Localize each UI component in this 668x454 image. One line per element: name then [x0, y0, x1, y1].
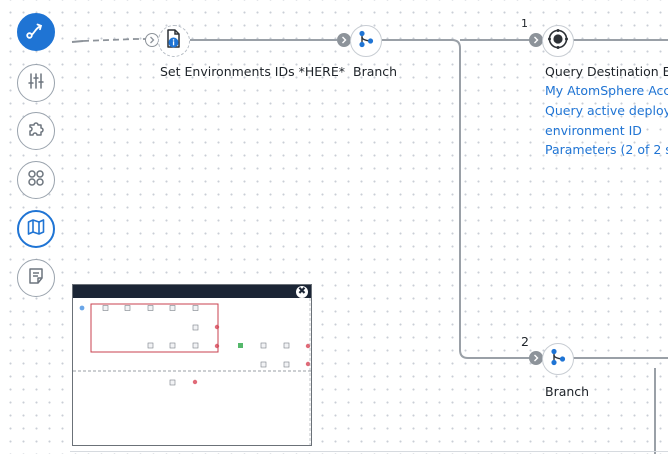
- settings-sliders-button[interactable]: [17, 64, 55, 102]
- canvas-bottom-border: [70, 451, 668, 452]
- branch2-input-port[interactable]: [529, 351, 543, 365]
- query-input-port[interactable]: [529, 33, 543, 47]
- set-environments-label: Set Environments IDs *HERE*: [160, 64, 345, 79]
- branch1-label: Branch: [353, 64, 398, 79]
- connector-icon: [547, 28, 569, 54]
- minimap-panel[interactable]: ✖: [72, 284, 312, 446]
- query-account-link[interactable]: My AtomSphere Acc: [545, 83, 668, 98]
- notes-button[interactable]: [17, 259, 55, 297]
- minimap-close-button[interactable]: ✖: [296, 286, 308, 298]
- branch-icon: [356, 29, 376, 53]
- query-destination-node[interactable]: [542, 25, 574, 57]
- sliders-icon: [26, 71, 46, 95]
- extensions-button[interactable]: [17, 112, 55, 150]
- minimap-overview: [73, 298, 311, 445]
- query-destination-label: Query Destination E: [545, 64, 668, 79]
- set-environments-node[interactable]: [158, 25, 190, 57]
- puzzle-icon: [26, 119, 46, 143]
- branch1-node[interactable]: [350, 25, 382, 57]
- sequence-number-2: 2: [521, 334, 529, 349]
- sequence-number-1: 1: [521, 17, 528, 30]
- branch2-label: Branch: [545, 384, 590, 399]
- query-environment-link[interactable]: environment ID: [545, 123, 642, 138]
- branch1-input-port[interactable]: [337, 33, 351, 47]
- query-parameters-link[interactable]: Parameters (2 of 2 se: [545, 142, 668, 157]
- minimap-viewport[interactable]: [90, 303, 219, 353]
- process-flow-button[interactable]: [17, 13, 55, 51]
- minimap-header: ✖: [73, 285, 311, 298]
- map-icon: [26, 217, 46, 241]
- map-button[interactable]: [17, 210, 55, 248]
- grid-circles-icon: [26, 168, 46, 192]
- branch-icon: [548, 347, 568, 371]
- query-operation-link[interactable]: Query active deploy: [545, 103, 668, 118]
- input-port[interactable]: [145, 33, 159, 47]
- note-icon: [26, 266, 46, 290]
- document-info-icon: [164, 28, 184, 54]
- branch2-node[interactable]: [542, 343, 574, 375]
- route-icon: [25, 19, 47, 45]
- components-button[interactable]: [17, 161, 55, 199]
